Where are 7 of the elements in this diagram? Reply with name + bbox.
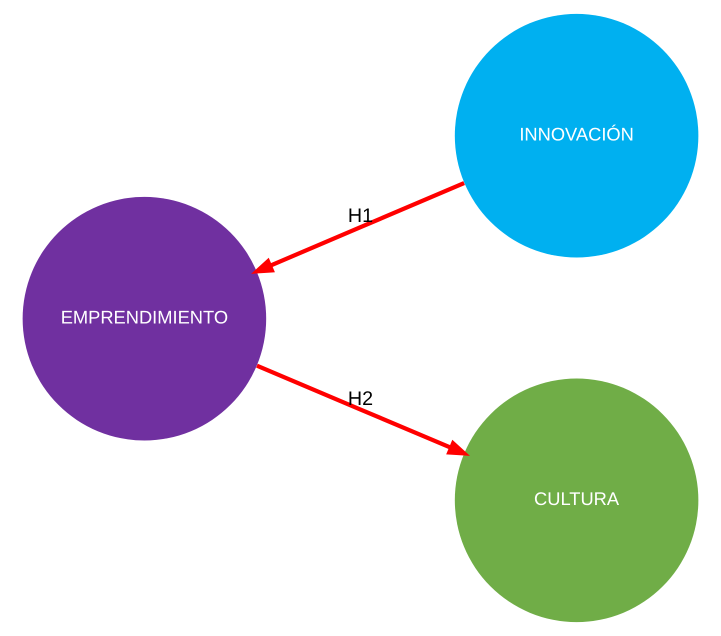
edge-label: H2 xyxy=(348,388,374,410)
node-circle: INNOVACIÓN xyxy=(454,14,698,258)
arrow xyxy=(256,364,470,456)
arrow xyxy=(251,181,465,274)
edge-label: H1 xyxy=(348,204,374,227)
node-circle: CULTURA xyxy=(454,378,698,622)
node-circle: EMPRENDIMIENTO xyxy=(22,196,266,440)
